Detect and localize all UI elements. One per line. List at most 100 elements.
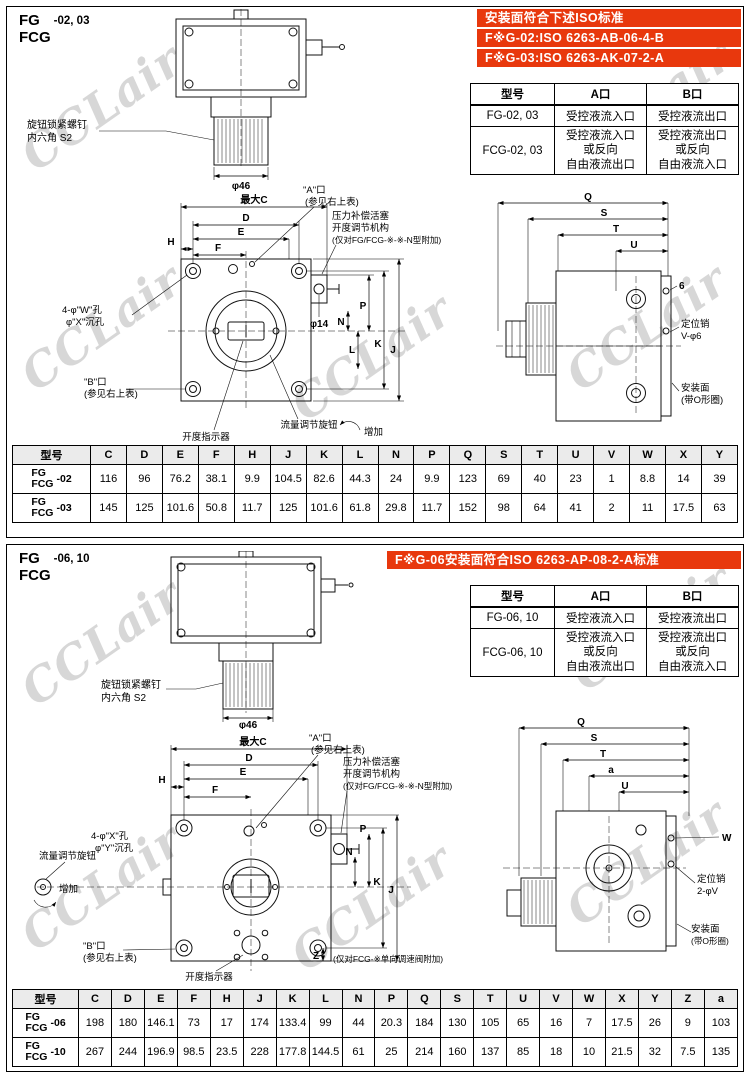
knob-lock-line1: 旋钮锁紧螺钉 (101, 680, 161, 691)
model-fg: FG (31, 495, 46, 508)
dim-cell: 9.9 (233, 464, 271, 494)
iso-standard-banner-1: 安装面符合下述ISO标准 F※G-02:ISO 6263-AB-06-4-B F… (477, 9, 741, 67)
dim-header: S (440, 989, 475, 1009)
dim-header: U (557, 445, 595, 465)
cell-model: FG-06, 10 (470, 606, 555, 629)
dim-f: F (215, 243, 221, 254)
banner-line: F※G-02:ISO 6263-AB-06-4-B (477, 29, 741, 47)
cell-port-b: 受控液流出口 (646, 606, 739, 629)
dim-cell: 17 (209, 1008, 244, 1038)
model-suffix: -10 (50, 1046, 66, 1058)
dim-header: W (572, 989, 606, 1009)
dim-header: C (78, 989, 112, 1009)
dim-cell: 65 (506, 1008, 541, 1038)
col-port-b: B口 (646, 585, 739, 608)
dim-z: Z (313, 951, 319, 962)
dim-header: L (308, 989, 343, 1009)
port-b-note: (参见右上表) (83, 952, 137, 964)
dim-cell: 40 (521, 464, 559, 494)
dim-p: P (360, 301, 367, 312)
holes-label-line1: 4-φ"X"孔 (91, 831, 129, 842)
dim-header: U (506, 989, 541, 1009)
knob-lock-line1: 旋钮锁紧螺钉 (27, 120, 87, 131)
dim-header: W (629, 445, 666, 465)
dim-cell: 133.4 (275, 1008, 310, 1038)
dim-cell: 18 (539, 1037, 574, 1067)
dim-header: D (110, 989, 145, 1009)
cell-port-a: 受控液流入口 (554, 104, 647, 127)
dim-cell: 2 (593, 493, 631, 523)
dim-cell: 16 (539, 1008, 574, 1038)
dim-e: E (238, 227, 245, 238)
title-fcg: FCG (19, 28, 51, 46)
port-table-1: 型号 A口 B口 FG-02, 03 受控液流入口 受控液流出口 FCG-02,… (470, 83, 739, 176)
dim-header: F (176, 989, 211, 1009)
holes-label-line2: φ"Y"沉孔 (95, 843, 134, 854)
title-suffix: -02, 03 (53, 15, 90, 27)
dim-cell: 14 (665, 464, 702, 494)
dim-q: Q (577, 717, 585, 728)
dim-cell: 130 (440, 1008, 475, 1038)
dim-header: L (341, 445, 379, 465)
dim-header: K (275, 989, 310, 1009)
dim-f: F (212, 785, 218, 796)
port-row: FG-02, 03 受控液流入口 受控液流出口 (470, 104, 739, 127)
port-b-label: "B"口 (84, 377, 107, 388)
dim-cell: 267 (78, 1037, 112, 1067)
dim-s: S (601, 208, 608, 219)
dim-cell: 98 (485, 493, 523, 523)
compensator-label-line1: 压力补偿活塞 (332, 210, 390, 222)
dim-phi14: φ14 (310, 319, 329, 330)
dim-header: P (374, 989, 409, 1009)
title-fcg: FCG (19, 566, 51, 584)
dim-cell: 174 (242, 1008, 277, 1038)
dim-header-row: 型号 C D E F H J K L N P Q S T U V W X Y (12, 445, 739, 465)
cell-port-b: 受控液流出口 (646, 104, 739, 127)
dim-cell: 160 (440, 1037, 475, 1067)
port-row: FCG-06, 10 受控液流入口 或反向 自由液流出口 受控液流出口 或反向 … (470, 627, 739, 678)
model-fg: FG (31, 466, 46, 479)
dim-cell: 17.5 (665, 493, 702, 523)
compensator-label-line3: (仅对FG/FCG-※-※-N型附加) (343, 781, 452, 791)
dim-cell: 177.8 (275, 1037, 310, 1067)
port-a-label: "A"口 (309, 733, 332, 744)
dim-header: E (161, 445, 199, 465)
dimension-table-1: 型号 C D E F H J K L N P Q S T U V W X Y (12, 445, 739, 523)
dim-cell: 26 (637, 1008, 672, 1038)
banner-line: F※G-06安装面符合ISO 6263-AP-08-2-A标准 (387, 551, 741, 569)
dim-phi46: φ46 (232, 181, 251, 191)
dim-cell: 11.7 (413, 493, 451, 523)
model-fcg: FCG (31, 478, 54, 490)
dim-cell: 50.8 (197, 493, 235, 523)
dim-max-c: 最大C (239, 735, 266, 748)
dim-cell: 123 (449, 464, 487, 494)
dim-cell: 39 (700, 464, 739, 494)
model-suffix: -06 (50, 1017, 66, 1029)
dim-n: N (345, 847, 352, 858)
dim-header: D (125, 445, 163, 465)
dim-cell: 85 (506, 1037, 541, 1067)
cell-port-a: 受控液流入口 (554, 606, 647, 629)
dim-cell: 63 (700, 493, 739, 523)
dim-cell: 184 (407, 1008, 442, 1038)
dim-p: P (360, 824, 367, 835)
mounting-face-label: 安装面 (681, 382, 710, 394)
dim-phi46: φ46 (239, 720, 258, 729)
locating-pin-size: 2-φV (697, 886, 719, 897)
port-b-note: (参见右上表) (84, 388, 138, 400)
dim-header: T (521, 445, 559, 465)
dim-header: K (305, 445, 343, 465)
dim-h: H (167, 237, 174, 248)
increase-label: 增加 (364, 426, 383, 438)
dim-n: N (337, 317, 344, 328)
cell-port-a: 受控液流入口 或反向 自由液流出口 (554, 627, 647, 678)
locating-pin-label: 定位销 (697, 873, 726, 885)
dim-k: K (373, 877, 381, 888)
dim-header: P (413, 445, 451, 465)
dim-header: H (209, 989, 244, 1009)
